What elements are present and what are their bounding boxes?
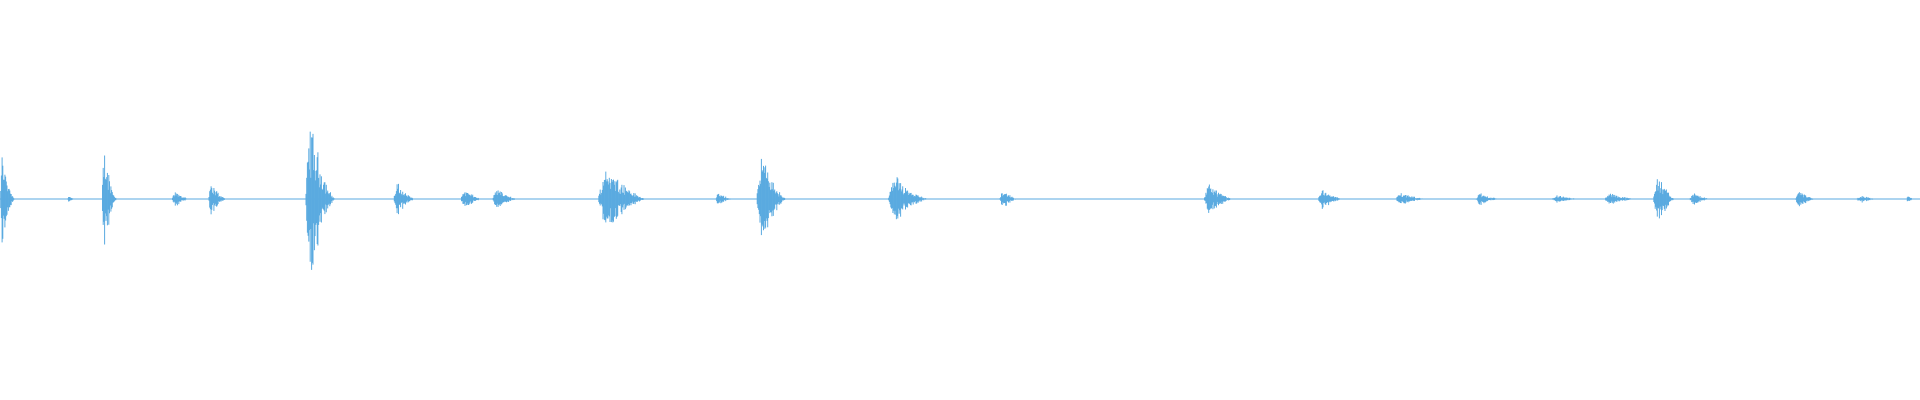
waveform-burst	[756, 158, 786, 236]
waveform-burst	[305, 131, 335, 270]
waveform-burst	[208, 186, 225, 215]
waveform-burst	[461, 192, 479, 206]
waveform-bursts	[0, 131, 1913, 270]
waveform-burst	[67, 197, 74, 202]
waveform-burst	[1204, 184, 1231, 213]
waveform-burst	[999, 193, 1016, 206]
waveform-burst	[172, 192, 187, 206]
waveform-burst	[1795, 192, 1814, 207]
waveform-burst	[1475, 193, 1497, 205]
waveform-burst	[1653, 179, 1674, 219]
waveform-burst	[1906, 196, 1913, 202]
waveform-burst	[1551, 195, 1575, 203]
waveform-burst	[1856, 196, 1874, 203]
waveform-burst	[598, 171, 645, 223]
waveform-burst	[1395, 193, 1423, 204]
waveform-burst	[0, 157, 15, 243]
waveform-burst	[888, 177, 927, 220]
waveform-burst	[1604, 193, 1631, 204]
waveform-burst	[1318, 190, 1340, 209]
waveform-burst	[715, 193, 731, 204]
waveform-burst	[102, 155, 117, 245]
waveform-burst	[1689, 193, 1708, 205]
waveform-burst	[492, 190, 515, 207]
waveform-burst	[393, 183, 413, 215]
